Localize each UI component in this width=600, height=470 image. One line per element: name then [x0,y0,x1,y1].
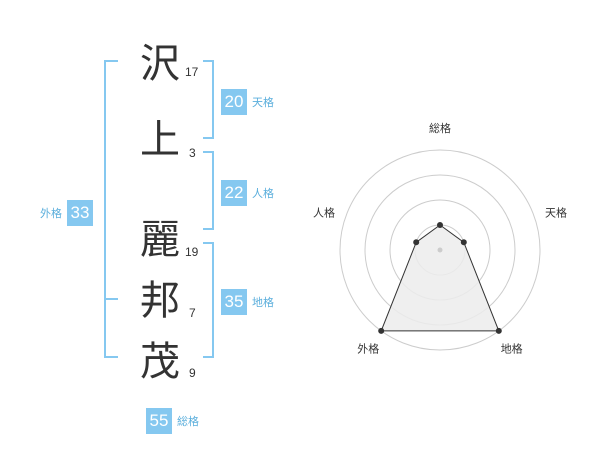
gaikaku-bracket [104,60,118,358]
radar-axis-label-1: 総格 [429,121,451,135]
radar-axis-label-5: 人格 [313,205,335,219]
stroke-count-1: 17 [185,65,199,79]
stroke-count-4: 7 [189,306,196,320]
radar-point-5 [413,239,420,246]
radar-point-4 [378,327,385,334]
tenkaku-value: 20 [221,89,247,115]
radar-area [380,224,500,332]
gaikaku-badge: 外格 33 [40,200,93,226]
gaikaku-label: 外格 [40,207,62,220]
name-char-5: 茂 [140,339,180,385]
jinkaku-badge: 22 人格 [221,180,274,206]
jinkaku-label: 人格 [252,187,274,200]
stroke-count-3: 19 [185,245,199,259]
chikaku-badge: 35 地格 [221,289,274,315]
radar-point-3 [495,327,502,334]
gaikaku-value: 33 [67,200,93,226]
stroke-count-2: 3 [189,146,196,160]
stroke-count-5: 9 [189,366,196,380]
name-char-1: 沢 [140,41,180,87]
name-char-4: 邦 [140,278,180,324]
tenkaku-bracket [203,60,214,139]
soukaku-value: 55 [146,408,172,434]
tenkaku-label: 天格 [252,96,274,109]
name-char-2: 上 [140,117,180,163]
chikaku-label: 地格 [252,296,274,309]
soukaku-label: 総格 [177,415,199,428]
radar-axis-label-3: 地格 [501,342,523,356]
jinkaku-value: 22 [221,180,247,206]
tenkaku-badge: 20 天格 [221,89,274,115]
radar-axis-label-4: 外格 [357,342,379,356]
chikaku-value: 35 [221,289,247,315]
radar-point-1 [437,222,443,228]
jinkaku-bracket [203,151,214,230]
name-char-3: 麗 [140,217,180,263]
radar-center-dot [437,247,443,253]
radar-axis-label-2: 天格 [545,205,567,219]
radar-point-2 [460,239,467,246]
chikaku-bracket [203,242,214,358]
soukaku-badge: 55 総格 [146,408,199,434]
